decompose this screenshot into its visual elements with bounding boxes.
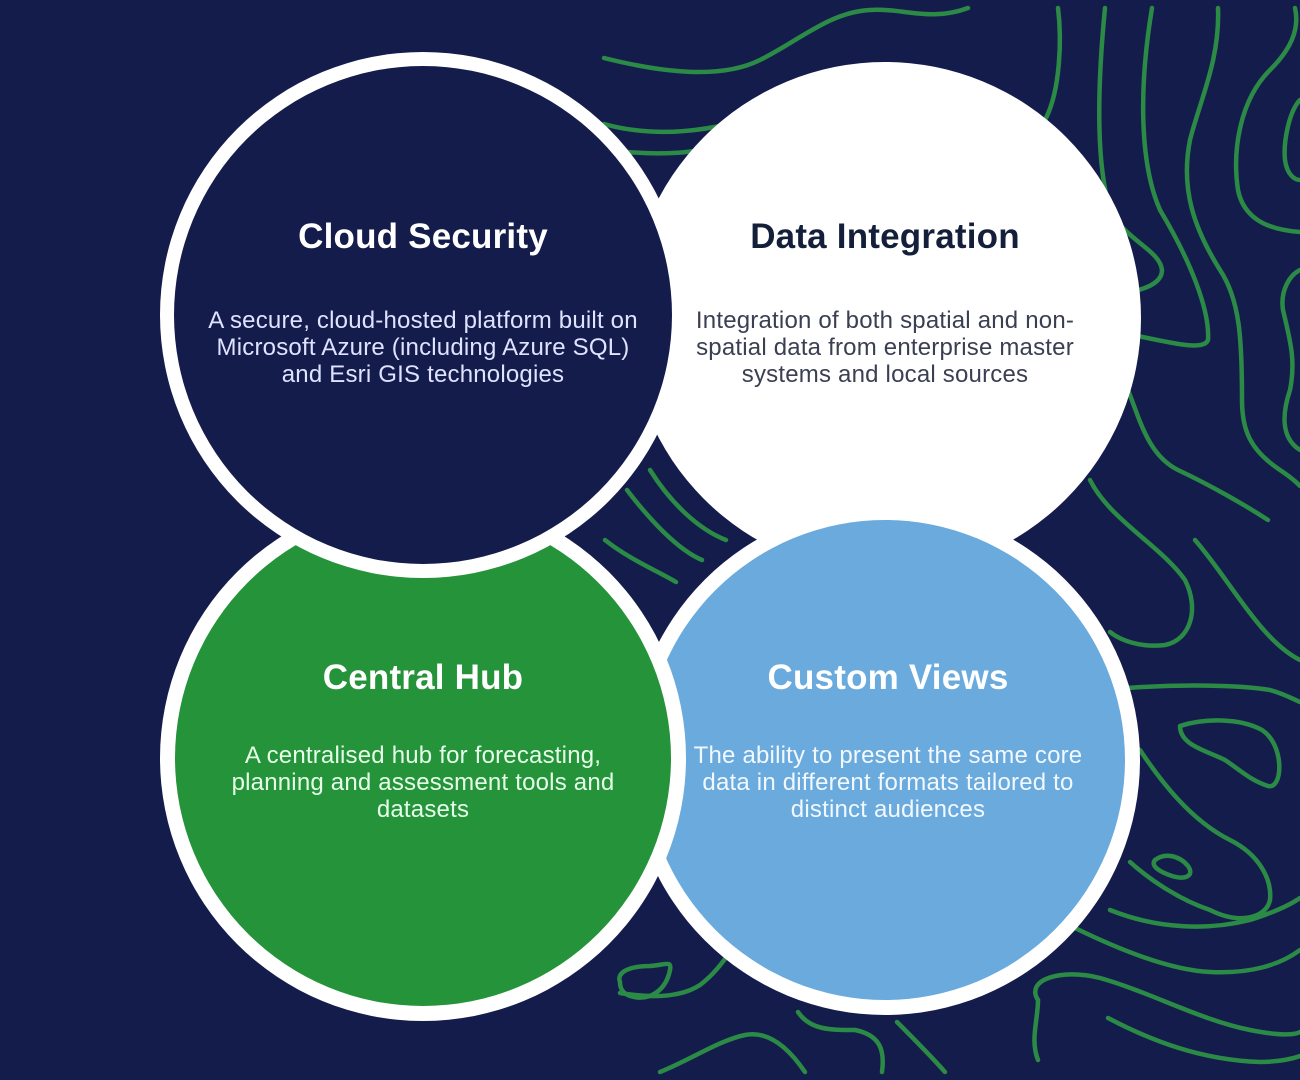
central-hub-disc — [175, 510, 671, 1006]
contour-line — [1135, 5, 1211, 348]
custom-views-title: Custom Views — [767, 658, 1009, 697]
contour-line — [1177, 718, 1282, 789]
contour-line — [624, 487, 705, 563]
contour-line — [795, 1009, 885, 1075]
circle-custom-views — [630, 505, 1140, 1015]
contour-line — [601, 121, 723, 135]
contour-line — [894, 1019, 948, 1075]
contour-line — [1282, 97, 1300, 183]
contour-line — [1184, 5, 1300, 489]
data-integration-content: Data Integration Integration of both spa… — [680, 217, 1090, 388]
contour-line — [657, 1031, 808, 1075]
central-hub-title: Central Hub — [322, 658, 524, 697]
contour-line — [1032, 997, 1041, 1063]
circle-central-hub — [160, 495, 686, 1021]
contour-line — [1105, 1015, 1300, 1065]
contour-line — [1125, 387, 1271, 523]
cloud-security-description: A secure, cloud-hosted platform built on… — [208, 307, 638, 388]
central-hub-content: Central Hub A centralised hub for foreca… — [203, 658, 643, 823]
data-integration-description: Integration of both spatial and non-spat… — [695, 307, 1075, 388]
contour-line — [647, 467, 729, 543]
contour-line — [1192, 537, 1300, 663]
custom-views-disc — [645, 520, 1125, 1000]
contour-line — [1127, 747, 1273, 921]
data-integration-disc — [629, 62, 1141, 574]
contour-line — [602, 537, 679, 585]
contour-line — [1151, 853, 1193, 880]
contour-line — [1033, 972, 1300, 1037]
contour-line — [1125, 683, 1300, 705]
contour-line — [1233, 5, 1300, 235]
custom-views-content: Custom Views The ability to present the … — [680, 658, 1096, 823]
contour-line — [1043, 5, 1063, 121]
circle-cloud-security — [160, 52, 686, 578]
circle-data-integration — [629, 62, 1141, 574]
contour-line — [1072, 925, 1300, 975]
data-integration-title: Data Integration — [750, 217, 1020, 256]
contour-line — [601, 5, 971, 75]
contour-line — [1087, 477, 1195, 648]
cloud-security-disc — [174, 66, 672, 564]
custom-views-description: The ability to present the same core dat… — [693, 742, 1083, 823]
cloud-security-content: Cloud Security A secure, cloud-hosted pl… — [203, 217, 643, 388]
contour-line — [1280, 267, 1300, 453]
central-hub-description: A centralised hub for forecasting, plann… — [231, 742, 615, 823]
cloud-security-title: Cloud Security — [298, 217, 548, 256]
contour-line — [1107, 895, 1300, 929]
contour-line — [617, 961, 673, 1000]
